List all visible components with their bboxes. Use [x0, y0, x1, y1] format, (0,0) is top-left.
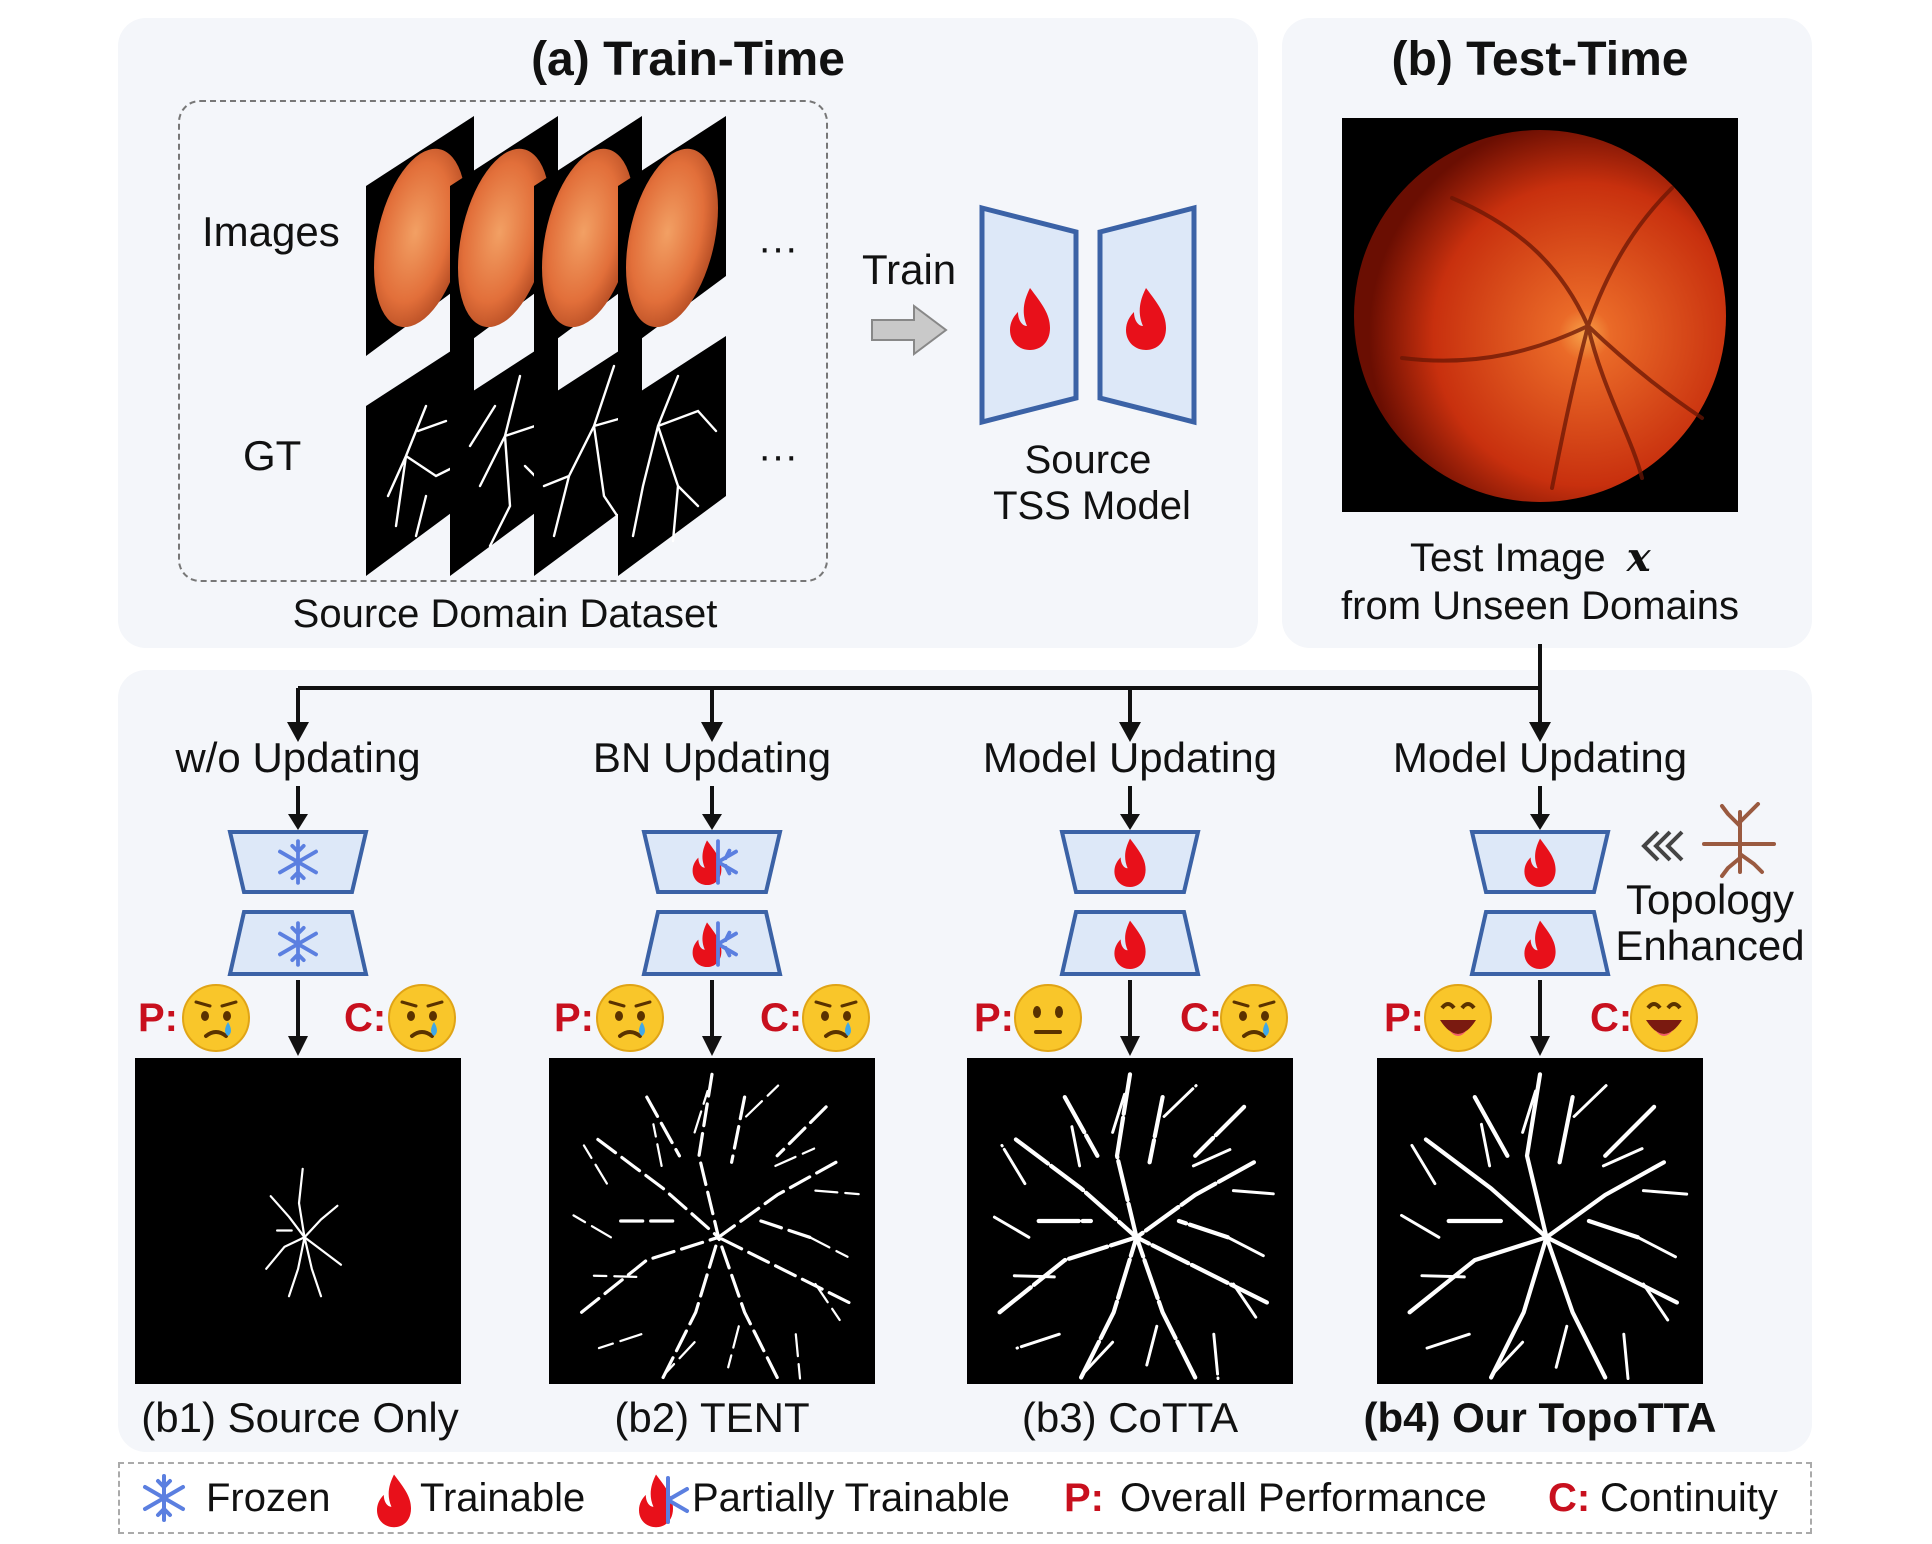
model-caption-line1: Source: [1024, 438, 1152, 482]
method-2-caption: (b2) TENT: [614, 1394, 810, 1441]
method-1-p-label: P:: [138, 996, 178, 1040]
test-image-caption-text: Test Image: [1410, 536, 1606, 580]
images-ellipsis: ···: [758, 226, 798, 270]
arrowhead: [702, 1036, 722, 1056]
method-3-c-label: C:: [1180, 996, 1223, 1040]
method-4-c-label: C:: [1590, 996, 1633, 1040]
image-tile-4: [618, 116, 726, 356]
partial-flame-snowflake-icon: [639, 1474, 689, 1528]
model-caption-line2: TSS Model: [993, 484, 1191, 528]
performance-emoji: [1014, 984, 1082, 1052]
image-tile-2: [450, 116, 558, 356]
arrowhead: [1530, 814, 1550, 830]
continuity-emoji: [1220, 984, 1288, 1052]
segmentation-output: [1377, 1058, 1703, 1384]
snowflake-icon: [143, 1474, 185, 1522]
method-1-c-label: C:: [344, 996, 387, 1040]
arrowhead: [1530, 1036, 1550, 1056]
legend-c-key: C:: [1548, 1476, 1591, 1520]
flame-icon: [1524, 838, 1556, 887]
legend-trainable: Trainable: [420, 1476, 586, 1520]
continuity-emoji: [802, 984, 870, 1052]
test-image: [1342, 118, 1738, 512]
method-3-p-label: P:: [974, 996, 1014, 1040]
legend-p-text: Overall Performance: [1120, 1476, 1487, 1520]
legend: [118, 1462, 1812, 1534]
test-image-caption-line2: from Unseen Domains: [1341, 584, 1739, 628]
test-time-title: (b) Test-Time: [1391, 33, 1689, 86]
gt-row-label: GT: [243, 432, 302, 479]
source-domain-dataset-caption: Source Domain Dataset: [292, 592, 718, 636]
segmentation-output: [135, 1058, 461, 1384]
method-4-graphic: [1377, 786, 1703, 1384]
method-3-caption: (b3) CoTTA: [1021, 1394, 1239, 1441]
legend-frozen: Frozen: [206, 1476, 331, 1520]
legend-partial: Partially Trainable: [692, 1476, 1010, 1520]
source-gt-stack: [366, 336, 726, 576]
flame-icon: [1126, 288, 1166, 350]
snowflake-icon: [278, 839, 318, 885]
flame-icon: [1010, 288, 1050, 350]
partial-flame-icon: [692, 922, 722, 968]
segmentation-output: [967, 1058, 1293, 1384]
method-4-p-label: P:: [1384, 996, 1424, 1040]
performance-emoji: [596, 984, 664, 1052]
legend-p-key: P:: [1064, 1476, 1104, 1520]
method-1-caption: (b1) Source Only: [141, 1394, 459, 1441]
flame-icon: [377, 1474, 411, 1528]
topology-branch-icon: [1702, 802, 1776, 878]
continuity-emoji: [388, 984, 456, 1052]
flame-icon: [1114, 920, 1146, 969]
method-2-c-label: C:: [760, 996, 803, 1040]
method-1-update-label: w/o Updating: [175, 734, 421, 781]
distribution-arrows: [287, 644, 1551, 742]
method-2-graphic: [549, 786, 875, 1384]
source-tss-model: [979, 204, 1197, 426]
gt-tile-4: [618, 336, 726, 576]
arrowhead: [1120, 814, 1140, 830]
method-4-caption: (b4) Our TopoTTA: [1363, 1394, 1717, 1441]
arrowhead: [288, 1036, 308, 1056]
train-arrow-label: Train: [862, 246, 957, 293]
method-3-update-label: Model Updating: [982, 734, 1278, 781]
method-2-update-label: BN Updating: [592, 734, 832, 781]
gt-tile-2: [450, 336, 558, 576]
arrowhead: [288, 814, 308, 830]
method-1-graphic: [135, 786, 461, 1384]
train-arrow: [871, 304, 948, 356]
performance-emoji: [1424, 984, 1492, 1052]
legend-c-text: Continuity: [1600, 1476, 1778, 1520]
train-time-title: (a) Train-Time: [531, 33, 845, 86]
partial-snowflake-icon: [716, 921, 738, 967]
partial-snowflake-icon: [716, 839, 738, 885]
arrowhead: [1120, 1036, 1140, 1056]
method-3-graphic: [967, 786, 1293, 1384]
source-dataset-box: [178, 100, 828, 582]
test-image-symbol: x: [1626, 534, 1651, 581]
flame-icon: [1114, 838, 1146, 887]
flame-icon: [1524, 920, 1556, 969]
topology-input-arrows: [1641, 830, 1684, 862]
partial-flame-icon: [692, 840, 722, 886]
images-row-label: Images: [202, 208, 340, 255]
segmentation-output: [549, 1058, 875, 1384]
topology-label-line2: Enhanced: [1615, 922, 1805, 969]
topology-label-line1: Topology: [1625, 876, 1795, 923]
continuity-emoji: [1630, 984, 1698, 1052]
gt-tile-3: [534, 336, 642, 576]
image-tile-1: [366, 116, 474, 356]
snowflake-icon: [278, 921, 318, 967]
method-4-update-label: Model Updating: [1392, 734, 1688, 781]
source-images-stack: [366, 116, 726, 356]
arrowhead: [702, 814, 722, 830]
gt-tile-1: [366, 336, 474, 576]
test-image-caption-line1: Test Image x: [1410, 534, 1651, 581]
legend-icons: [143, 1474, 689, 1528]
performance-emoji: [182, 984, 250, 1052]
image-tile-3: [534, 116, 642, 356]
gt-ellipsis: ···: [758, 434, 798, 478]
method-2-p-label: P:: [554, 996, 594, 1040]
